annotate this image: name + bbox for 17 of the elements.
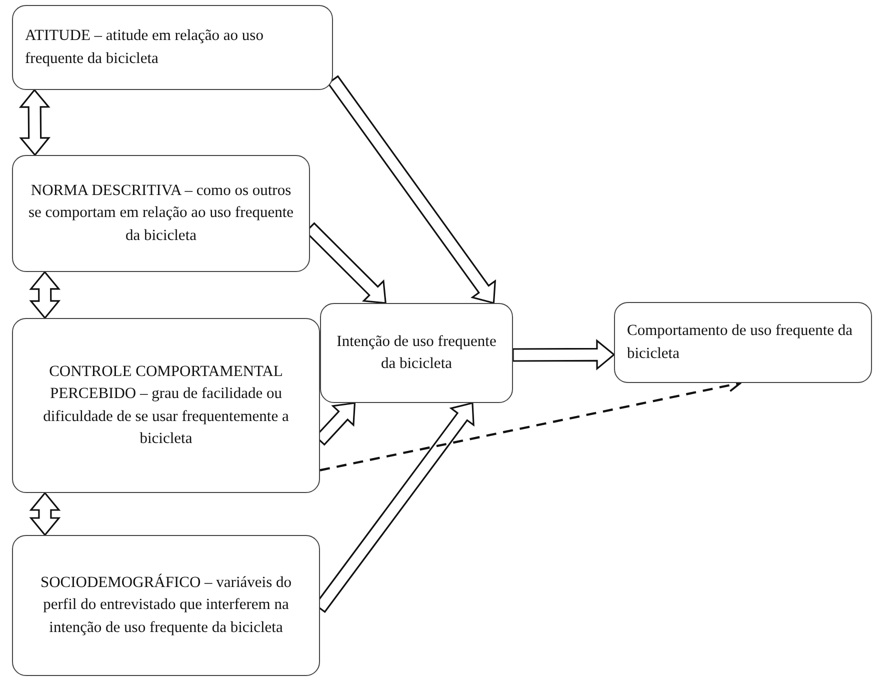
box-text: CONTROLE COMPORTAMENTAL PERCEBIDO – grau de facilidade ou dificuldade de se usar frequentemente a bicicleta [42, 362, 290, 449]
text-box [12, 155, 310, 272]
block-arrow [29, 270, 61, 320]
text-box [12, 535, 320, 676]
block-arrow [512, 339, 616, 370]
box-text: Intenção de uso frequente da bicicleta [336, 332, 498, 374]
box-text: Comportamento de uso frequente da bicicleta [627, 321, 854, 364]
block-arrow [327, 75, 496, 304]
box-text: SOCIODEMOGRÁFICO – variáveis do perfil do entrevistado que interferem na intenção de uso frequente da bicicleta [39, 572, 292, 638]
block-arrow [18, 88, 50, 156]
text-box [320, 303, 513, 403]
box-text: NORMA DESCRITIVA – como os outros se comportam em relação ao uso frequente da bicicleta [27, 180, 295, 246]
block-arrow [29, 492, 61, 536]
box-text: ATITUDE – atitude em relação ao uso frequente da bicicleta [25, 26, 264, 68]
text-box [12, 5, 333, 90]
text-box [12, 318, 320, 493]
text-box [614, 302, 872, 383]
